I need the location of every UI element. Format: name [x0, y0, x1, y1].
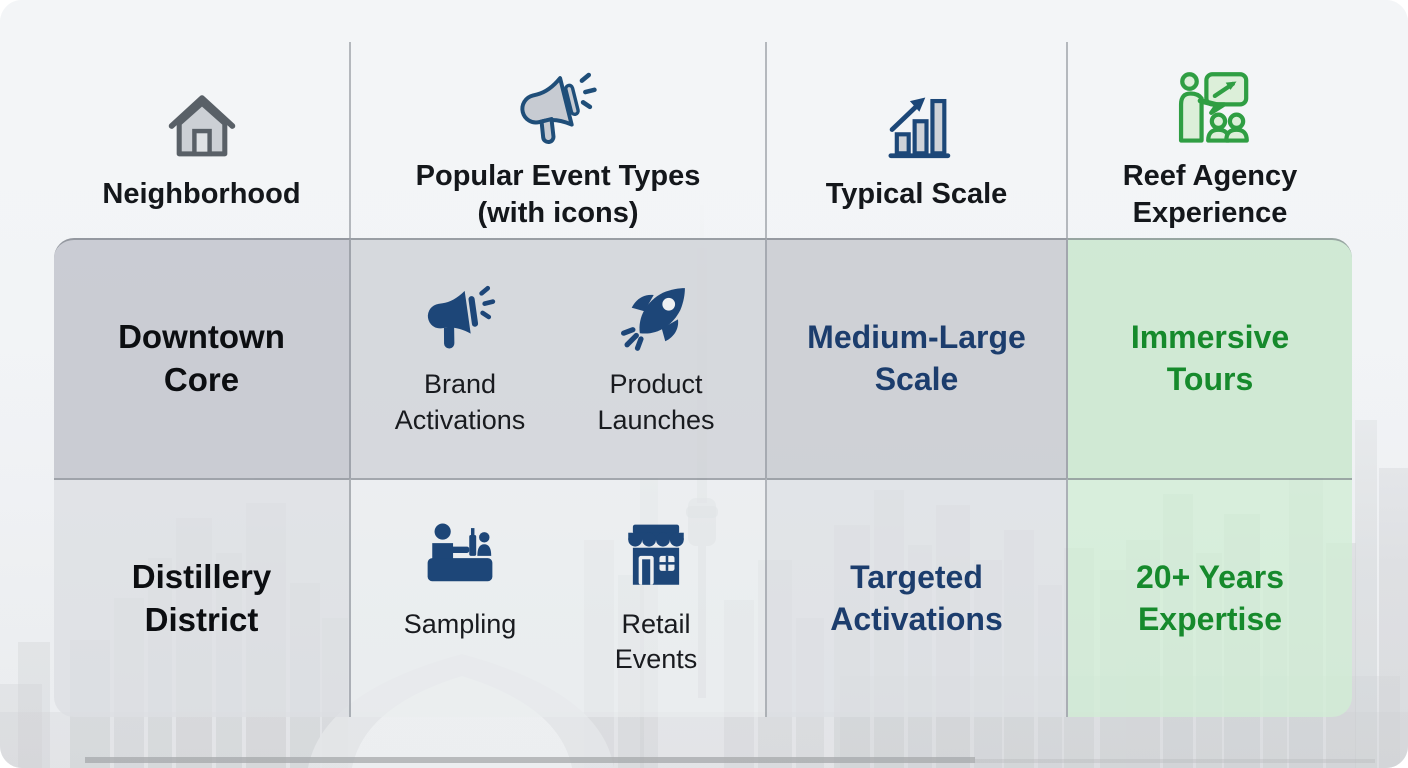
event-label: Product Launches: [597, 369, 715, 435]
event-item-sampling: Sampling: [384, 520, 536, 642]
house-icon: [161, 88, 243, 164]
scale-label: Medium-Large Scale: [807, 319, 1026, 397]
event-label: Brand Activations: [394, 369, 526, 435]
cell-distillery-district: Distillery District: [54, 478, 351, 717]
presenter-audience-icon: [1169, 70, 1251, 146]
scale-label: Targeted Activations: [830, 558, 1003, 637]
cell-downtown-experience: Immersive Tours: [1068, 238, 1352, 478]
event-label: Retail Events: [614, 608, 698, 674]
growth-chart-icon: [876, 88, 958, 164]
experience-label: 20+ Years Expertise: [1135, 558, 1284, 637]
event-item-retail-events: Retail Events: [580, 520, 732, 677]
header-cell-typical-scale: Typical Scale: [767, 42, 1068, 238]
cell-distillery-event-types: Sampling: [351, 478, 767, 717]
event-item-brand-activations: Brand Activations: [384, 280, 536, 437]
event-label: Sampling: [403, 608, 517, 639]
header-cell-neighborhood: Neighborhood: [54, 42, 351, 238]
header-cell-reef-experience: Reef Agency Experience: [1068, 42, 1352, 238]
cell-distillery-experience: 20+ Years Expertise: [1068, 478, 1352, 717]
rocket-icon: [621, 288, 685, 352]
neighborhood-label: Distillery District: [131, 557, 272, 638]
cell-downtown-core: Downtown Core: [54, 238, 351, 478]
comparison-table: Neighborhood Popular Event Ty: [54, 42, 1352, 717]
experience-label: Immersive Tours: [1130, 319, 1290, 397]
header-label-event-types: Popular Event Types (with icons): [415, 159, 701, 229]
megaphone-icon: [427, 286, 496, 349]
header-label-neighborhood: Neighborhood: [102, 178, 301, 211]
event-item-product-launches: Product Launches: [580, 280, 732, 437]
megaphone-outline-icon: [517, 70, 599, 146]
cell-downtown-event-types: Brand Activations Product L: [351, 238, 767, 478]
sampling-counter-icon: [427, 523, 493, 582]
neighborhood-label: Downtown Core: [118, 318, 285, 398]
storefront-icon: [628, 524, 684, 585]
cell-downtown-scale: Medium-Large Scale: [767, 238, 1068, 478]
header-label-reef-experience: Reef Agency Experience: [1122, 159, 1298, 229]
cell-distillery-scale: Targeted Activations: [767, 478, 1068, 717]
header-label-typical-scale: Typical Scale: [825, 178, 1008, 211]
header-cell-event-types: Popular Event Types (with icons): [351, 42, 767, 238]
